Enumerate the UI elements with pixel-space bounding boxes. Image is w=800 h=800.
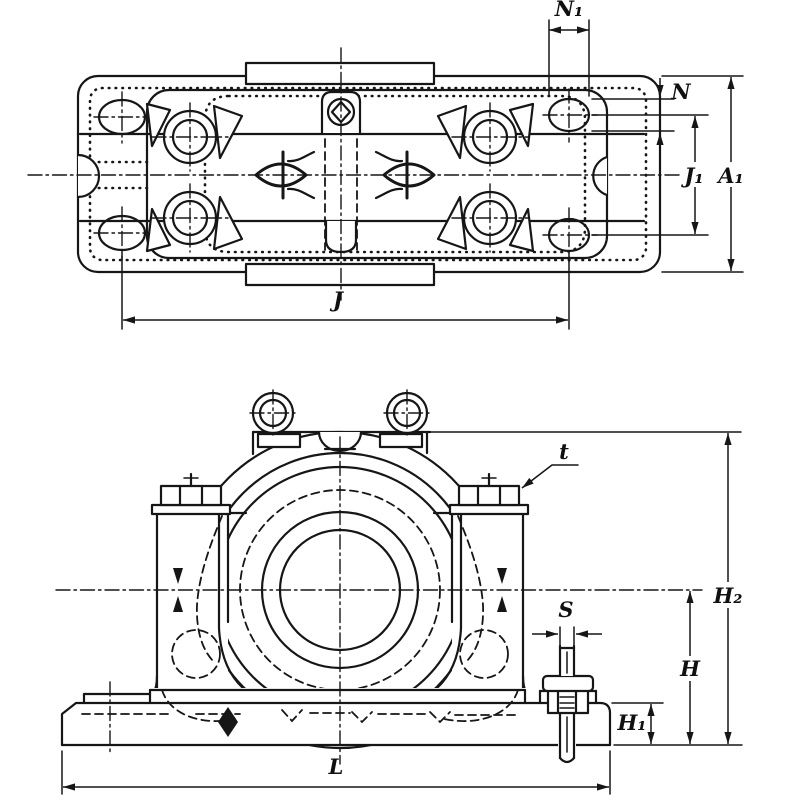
cap-flange-top	[244, 61, 436, 86]
split-plane-marks	[173, 568, 507, 612]
front-view: S t H₂ H H₁ L	[55, 389, 745, 795]
cap-bolt	[151, 102, 229, 172]
dim-label-H: H	[679, 656, 701, 681]
edge-notch-right	[592, 155, 609, 197]
cap-bolt	[151, 183, 229, 253]
anchor-washer	[541, 674, 595, 693]
cast-mark-diamond	[218, 707, 238, 737]
mounting-holes	[93, 88, 598, 263]
leader-t	[521, 464, 553, 489]
dim-label-L: L	[328, 754, 344, 779]
top-view: N₁ N J₁ A₁ J	[27, 0, 746, 330]
dim-label-N: N	[670, 79, 691, 104]
base	[60, 681, 612, 754]
dim-label-A1: A₁	[716, 163, 744, 188]
pedestal-bolt-right	[448, 472, 530, 516]
dimensions-front: S t H₂ H H₁ L	[61, 433, 745, 795]
dim-label-N1: N₁	[554, 0, 583, 21]
anchor-bolt	[538, 644, 598, 764]
gusset-ribs	[145, 102, 535, 253]
dim-label-J1: J₁	[680, 163, 703, 188]
cap-flange-bottom	[244, 262, 436, 287]
dim-label-J: J	[329, 287, 345, 312]
dim-label-S: S	[558, 597, 573, 622]
dim-label-t: t	[559, 439, 569, 464]
dim-label-H1: H₁	[616, 710, 646, 735]
cap-bolt	[451, 183, 529, 253]
dim-label-H2: H₂	[712, 583, 742, 608]
pedestal-left	[141, 511, 248, 704]
cap-cast-outline	[203, 94, 587, 254]
cap-bolt	[451, 102, 529, 172]
pedestal-right	[432, 511, 539, 704]
dimensions-top: N₁ N J₁ A₁ J	[121, 0, 746, 330]
anchor-nut	[546, 688, 590, 715]
edge-notch-left	[76, 153, 101, 199]
pedestal-bolt-left	[150, 472, 232, 516]
eyebolts	[249, 389, 431, 449]
cap-bolts	[151, 102, 529, 253]
plate-hidden-recess	[88, 86, 648, 262]
